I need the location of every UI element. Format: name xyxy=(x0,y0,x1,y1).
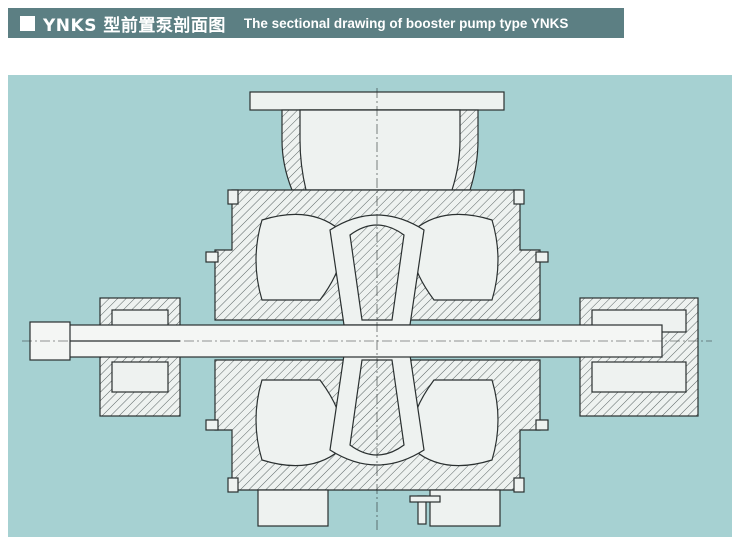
title-chinese: YNKS 型前置泵剖面图 xyxy=(43,15,226,36)
foot-right xyxy=(429,489,501,527)
title-bar: YNKS 型前置泵剖面图 The sectional drawing of bo… xyxy=(8,8,624,38)
title-english: The sectional drawing of booster pump ty… xyxy=(243,15,569,31)
casing-bolts xyxy=(205,189,549,493)
foot-left xyxy=(257,489,329,527)
square-bullet-icon xyxy=(20,15,35,31)
